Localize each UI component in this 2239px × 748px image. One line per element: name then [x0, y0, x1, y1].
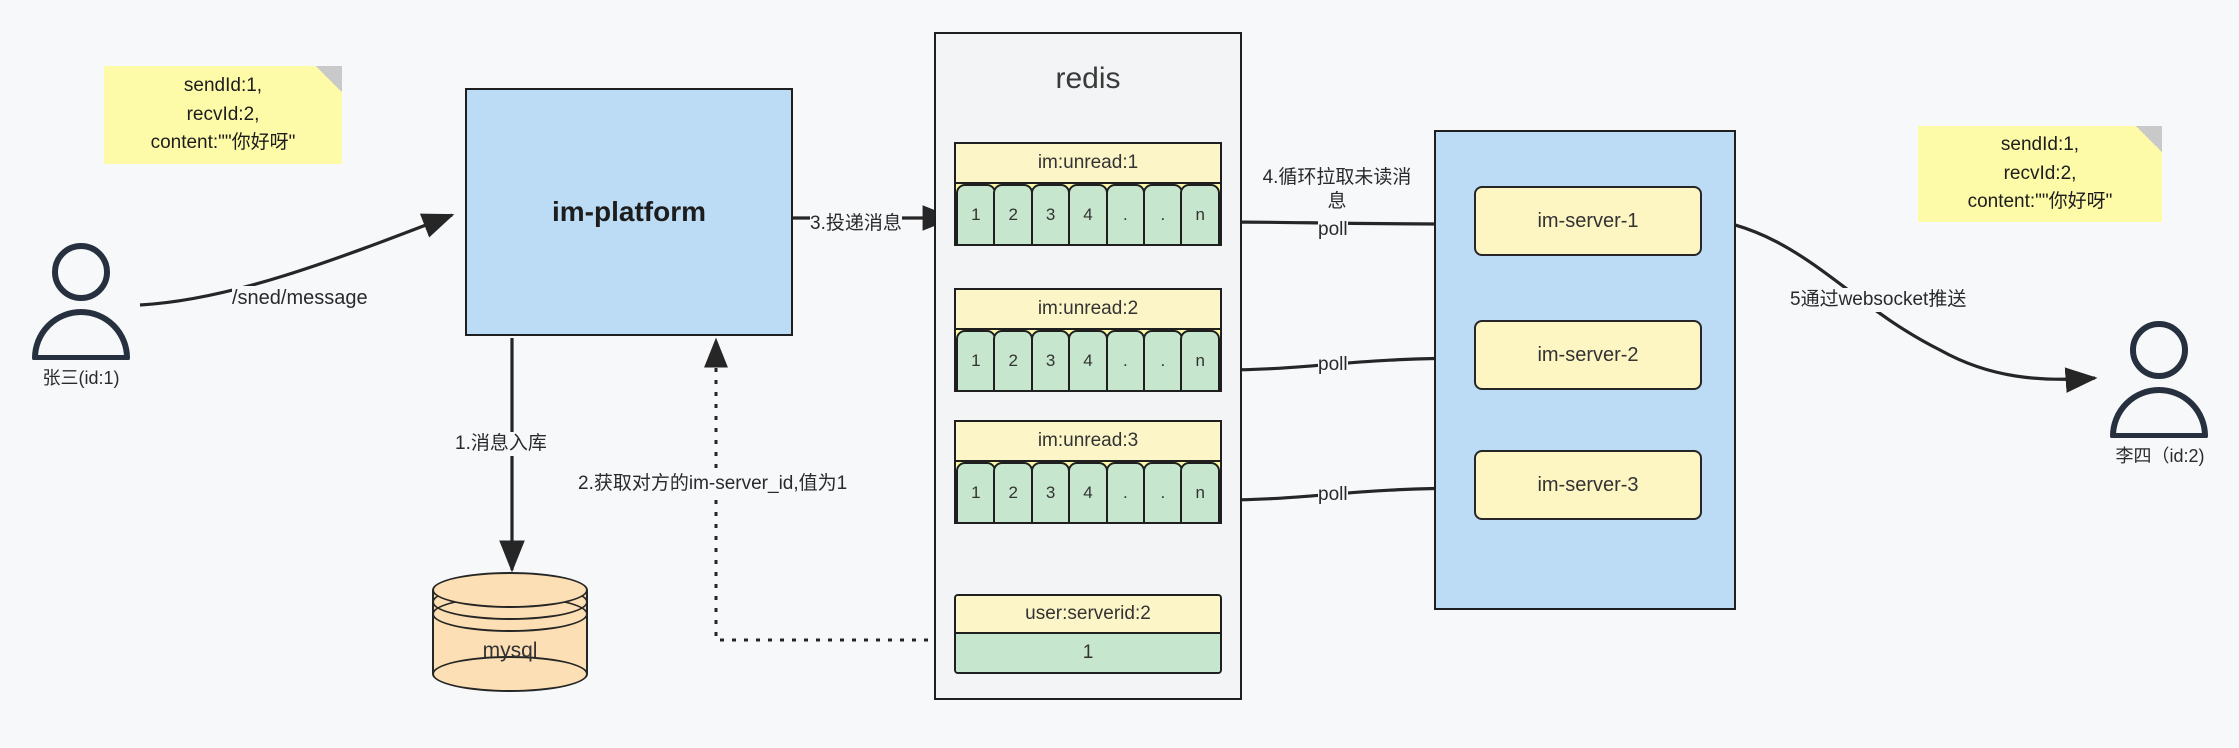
redis-kv-key: user:serverid:2: [956, 596, 1220, 634]
note-right-message-payload: sendId:1, recvId:2, content:""你好呀": [1918, 126, 2162, 222]
list-cell: n: [1180, 184, 1221, 246]
list-cell: 4: [1068, 184, 1108, 246]
redis-title: redis: [1055, 62, 1121, 95]
edge-label-poll-3: poll: [1318, 483, 1348, 507]
list-cell: .: [1143, 184, 1183, 246]
edge-label-step3: 3.投递消息: [810, 212, 902, 236]
list-cell: 3: [1030, 462, 1071, 524]
edge-label-step5: 5通过websocket推送: [1790, 288, 1967, 312]
note-right-line3: content:""你好呀": [1967, 191, 2113, 213]
redis-list-2-cells: 1 2 3 4 . . n: [956, 330, 1221, 392]
redis-list-1[interactable]: im:unread:1 1 2 3 4 . . n: [954, 142, 1222, 246]
redis-list-3-key: im:unread:3: [956, 422, 1220, 462]
note-left-line3: content:""你好呀": [150, 132, 296, 154]
edge-label-poll-1: poll: [1318, 218, 1348, 242]
im-server-2-box[interactable]: im-server-2: [1474, 320, 1702, 390]
list-cell: 1: [956, 184, 996, 246]
redis-list-3[interactable]: im:unread:3 1 2 3 4 . . n: [954, 420, 1222, 524]
note-fold-corner: [2136, 126, 2162, 152]
im-platform-box[interactable]: im-platform: [465, 88, 793, 336]
cylinder-bottom: [432, 656, 588, 692]
list-cell: .: [1143, 330, 1183, 392]
im-server-1-box[interactable]: im-server-1: [1474, 186, 1702, 256]
actor-receiver: [2100, 318, 2218, 439]
redis-kv-user-serverid[interactable]: user:serverid:2 1: [954, 594, 1222, 674]
edge-label-step1: 1.消息入库: [455, 432, 547, 456]
redis-list-2[interactable]: im:unread:2 1 2 3 4 . . n: [954, 288, 1222, 392]
person-icon: [2110, 321, 2208, 439]
note-right-line1: sendId:1,: [2000, 134, 2080, 156]
redis-kv-value: 1: [956, 634, 1220, 672]
edge-label-poll-2: poll: [1318, 353, 1348, 377]
edge-label-step2: 2.获取对方的im-server_id,值为1: [578, 472, 848, 496]
redis-list-1-cells: 1 2 3 4 . . n: [956, 184, 1221, 246]
list-cell: 2: [993, 184, 1033, 246]
list-cell: .: [1105, 184, 1146, 246]
actor-receiver-label: 李四（id:2): [2115, 446, 2205, 466]
redis-list-2-key: im:unread:2: [956, 290, 1220, 330]
list-cell: .: [1143, 462, 1183, 524]
actor-sender-label: 张三(id:1): [42, 368, 120, 388]
actor-sender: [22, 240, 140, 361]
im-platform-label: im-platform: [552, 196, 706, 227]
list-cell: 2: [993, 462, 1033, 524]
note-fold-corner: [316, 66, 342, 92]
list-cell: 4: [1068, 330, 1108, 392]
edge-label-send-message: /sned/message: [232, 286, 368, 311]
list-cell: n: [1180, 462, 1221, 524]
redis-list-3-cells: 1 2 3 4 . . n: [956, 462, 1221, 524]
list-cell: .: [1105, 330, 1146, 392]
list-cell: .: [1105, 462, 1146, 524]
note-right-line2: recvId:2,: [2003, 162, 2077, 184]
list-cell: 1: [956, 462, 996, 524]
list-cell: n: [1180, 330, 1221, 392]
list-cell: 1: [956, 330, 996, 392]
mysql-database[interactable]: mysql: [432, 572, 588, 692]
cylinder-top: [432, 572, 588, 608]
note-left-line2: recvId:2,: [186, 103, 260, 125]
mysql-label: mysql: [482, 639, 538, 663]
im-server-2-label: im-server-2: [1537, 343, 1639, 366]
im-server-3-box[interactable]: im-server-3: [1474, 450, 1702, 520]
note-left-line1: sendId:1,: [183, 75, 263, 97]
redis-list-1-key: im:unread:1: [956, 144, 1220, 184]
list-cell: 3: [1030, 330, 1071, 392]
im-server-3-label: im-server-3: [1537, 473, 1639, 496]
im-server-1-label: im-server-1: [1537, 209, 1639, 232]
edge-label-step4: 4.循环拉取未读消 息: [1258, 166, 1416, 214]
list-cell: 3: [1030, 184, 1071, 246]
person-icon: [32, 243, 130, 361]
note-left-message-payload: sendId:1, recvId:2, content:""你好呀": [104, 66, 342, 164]
list-cell: 2: [993, 330, 1033, 392]
list-cell: 4: [1068, 462, 1108, 524]
